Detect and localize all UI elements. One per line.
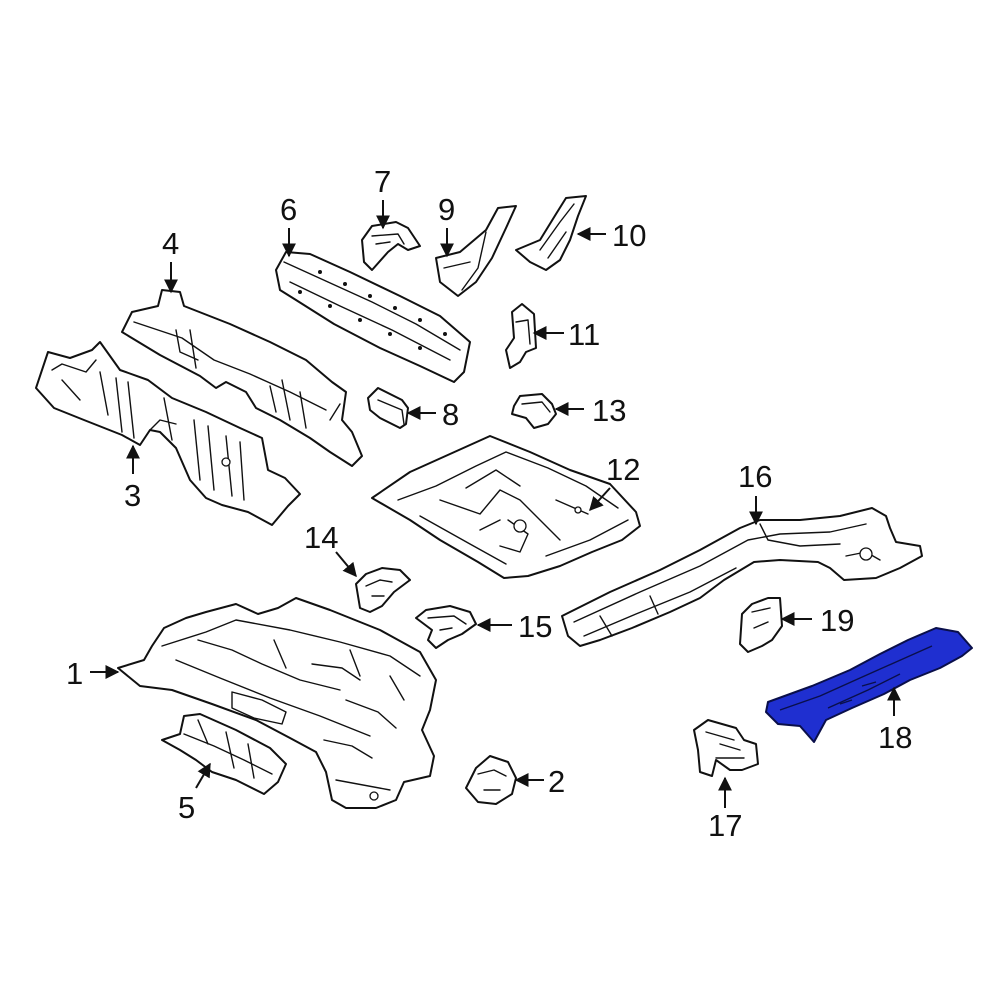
callout-16[interactable]: 16 <box>738 459 772 494</box>
callout-15[interactable]: 15 <box>518 609 552 644</box>
callout-labels: 1 2 3 4 5 6 7 8 9 10 11 12 13 14 15 16 1… <box>66 164 912 843</box>
part-11-small-bracket[interactable] <box>505 303 537 369</box>
arrow-12 <box>589 487 611 512</box>
arrow-5 <box>195 762 211 789</box>
part-3-dash-panel[interactable] <box>35 341 301 526</box>
part-6-crossmember[interactable] <box>275 251 471 383</box>
part-17-mount-bracket[interactable] <box>693 719 759 777</box>
part-12-rear-floor-pan[interactable] <box>371 435 641 579</box>
callout-10[interactable]: 10 <box>612 218 646 253</box>
part-9-pillar-reinforcement[interactable] <box>435 205 517 297</box>
part-8-small-bracket[interactable] <box>367 387 409 429</box>
callout-18[interactable]: 18 <box>878 720 912 755</box>
part-18-rail-extension[interactable] <box>765 627 973 743</box>
part-19-bracket[interactable] <box>739 597 783 653</box>
part-14-bracket[interactable] <box>355 567 411 613</box>
callout-9[interactable]: 9 <box>438 192 455 227</box>
part-5-floor-bracket[interactable] <box>161 713 287 795</box>
callout-arrows <box>90 200 901 808</box>
callout-14[interactable]: 14 <box>304 520 338 555</box>
part-10-pillar-bracket[interactable] <box>515 195 587 271</box>
part-4-cowl-panel[interactable] <box>121 289 363 467</box>
callout-5[interactable]: 5 <box>178 790 195 825</box>
callout-11[interactable]: 11 <box>568 317 600 352</box>
callout-17[interactable]: 17 <box>708 808 742 843</box>
part-13-small-bracket[interactable] <box>511 393 557 429</box>
part-7-bracket[interactable] <box>361 221 421 271</box>
callout-19[interactable]: 19 <box>820 603 854 638</box>
part-1-front-floor-pan[interactable] <box>117 597 437 809</box>
part-2-small-bracket[interactable] <box>465 755 517 805</box>
callout-3[interactable]: 3 <box>124 478 141 513</box>
callout-6[interactable]: 6 <box>280 192 297 227</box>
callout-12[interactable]: 12 <box>606 452 640 487</box>
arrow-14 <box>335 551 357 578</box>
callout-2[interactable]: 2 <box>548 764 565 799</box>
callout-8[interactable]: 8 <box>442 397 459 432</box>
callout-13[interactable]: 13 <box>592 393 626 428</box>
callout-4[interactable]: 4 <box>162 226 179 261</box>
part-15-bracket[interactable] <box>415 605 477 649</box>
callout-1[interactable]: 1 <box>66 656 83 691</box>
callout-7[interactable]: 7 <box>374 164 391 199</box>
